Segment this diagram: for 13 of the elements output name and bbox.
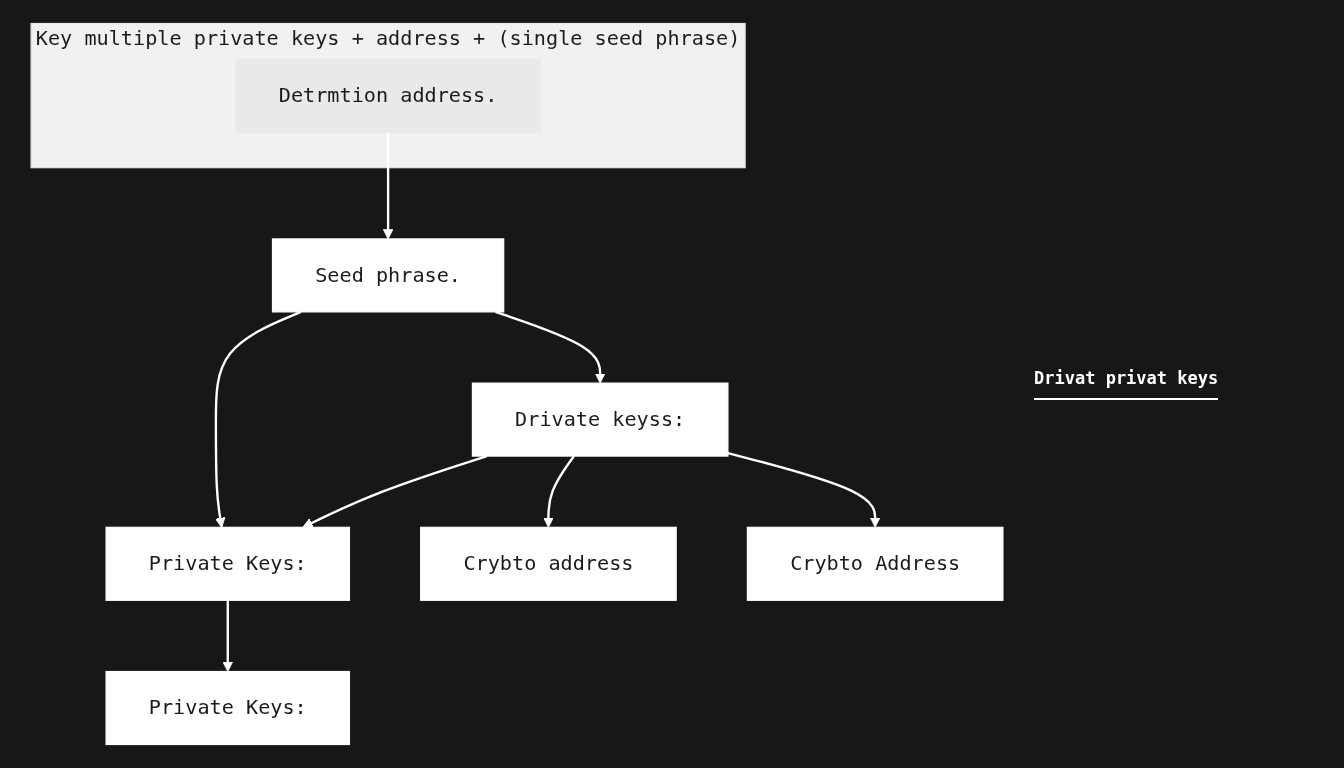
- node-box: Private Keys:: [105, 670, 351, 746]
- node-box: Drivate keyss:: [471, 382, 729, 457]
- node-box: Private Keys:: [105, 526, 351, 601]
- arrow: [727, 451, 881, 528]
- arrow: [543, 455, 575, 528]
- arrow: [214, 310, 302, 528]
- arrow: [495, 310, 606, 384]
- node-box: Crybto Address: [746, 526, 1004, 601]
- node-box: Seed phrase.: [271, 238, 505, 313]
- arrow: [222, 600, 233, 672]
- arrow: [382, 132, 394, 240]
- underlined-heading: Drivat privat keys: [1034, 368, 1219, 400]
- node-box: Crybto address: [420, 526, 677, 601]
